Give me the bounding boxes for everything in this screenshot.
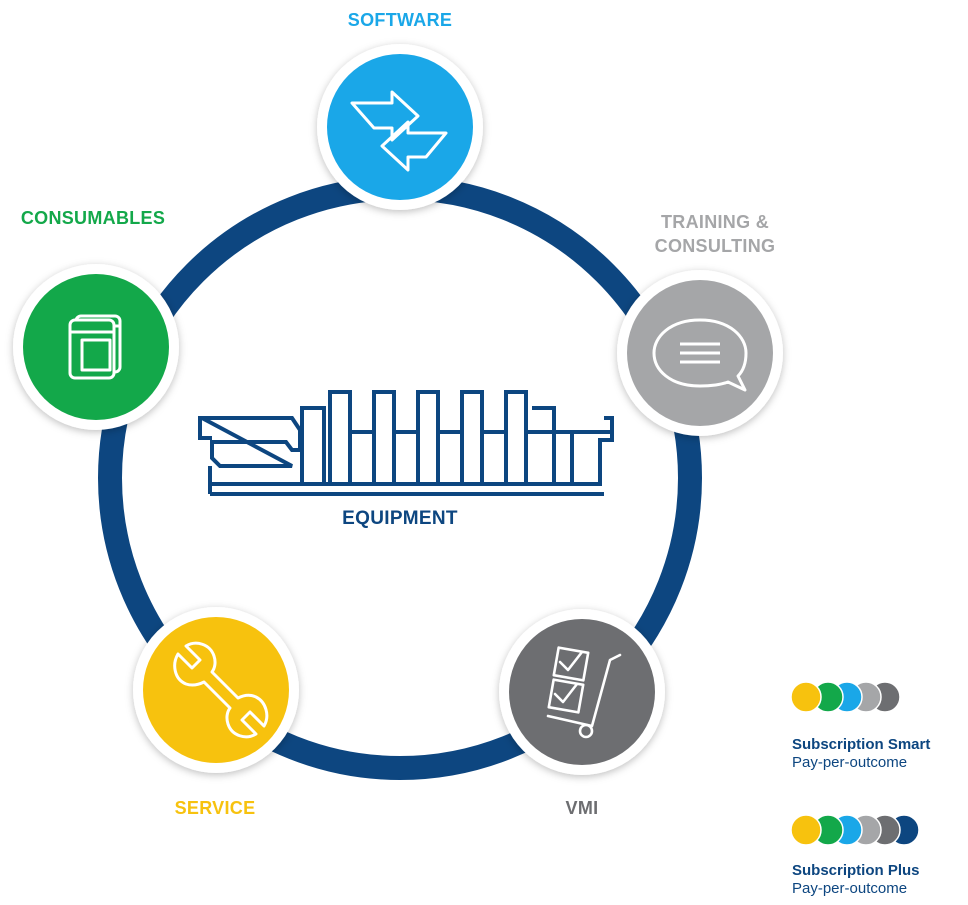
vmi-node (499, 609, 665, 775)
training-label: TRAINING & CONSULTING (620, 210, 810, 258)
legend-subscription-smart: Subscription Smart Pay-per-outcome (792, 736, 930, 772)
service-node (133, 607, 299, 773)
legend-title: Subscription Plus (792, 862, 920, 879)
vmi-label: VMI (565, 798, 599, 818)
legend-subscription-plus: Subscription Plus Pay-per-outcome (792, 862, 920, 898)
consumables-label: CONSUMABLES (20, 208, 166, 228)
service-label: SERVICE (174, 798, 256, 818)
legend-subtitle: Pay-per-outcome (792, 754, 908, 771)
training-label-line1: TRAINING & (661, 212, 769, 232)
legend-swatches-plus (790, 814, 920, 846)
legend-subtitle: Pay-per-outcome (792, 880, 908, 897)
press-machine-icon (198, 390, 614, 496)
ink-containers-icon (68, 314, 122, 380)
training-node (617, 270, 783, 436)
training-label-line2: CONSULTING (654, 236, 776, 256)
software-label: SOFTWARE (347, 10, 453, 30)
legend-title: Subscription Smart (792, 736, 931, 753)
software-node (317, 44, 483, 210)
wrench-icon (173, 641, 269, 739)
speech-bubble-icon (652, 318, 748, 392)
legend-swatches-smart (790, 681, 901, 713)
checklist-handtruck-icon (546, 646, 622, 739)
equipment-label: EQUIPMENT (342, 508, 458, 529)
arrows-exchange-icon (350, 90, 448, 172)
consumables-node (13, 264, 179, 430)
